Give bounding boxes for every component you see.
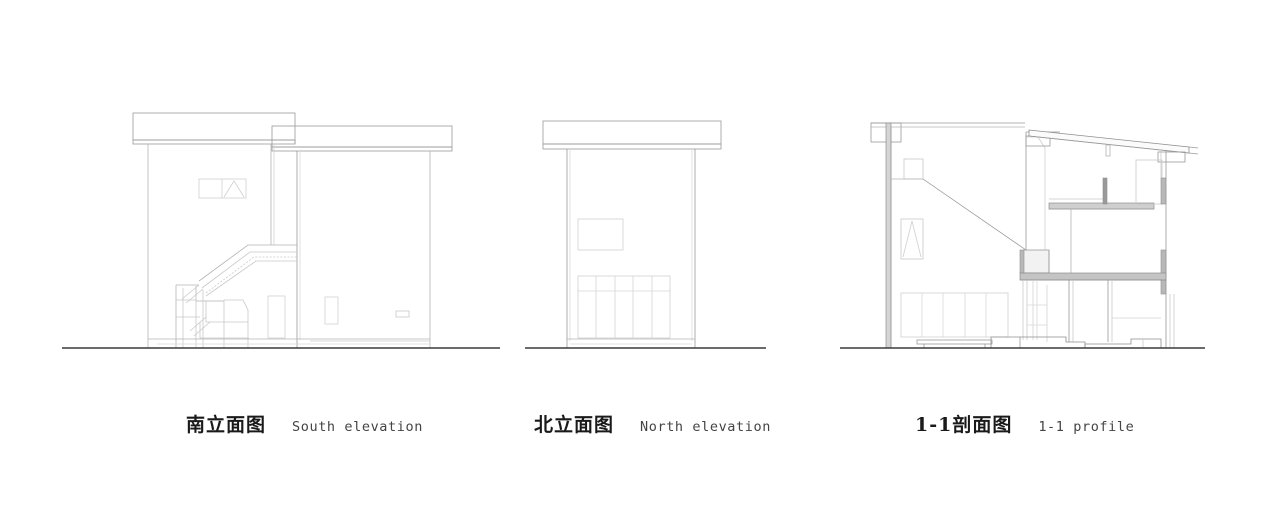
- section-left-wall: [885, 122, 892, 349]
- section-ground-rooms: [1022, 280, 1161, 342]
- north-roof-band: [542, 120, 722, 150]
- caption-section-cn: 1-1剖面图: [915, 414, 1013, 436]
- south-roof-band-left: [132, 112, 296, 145]
- south-left-volume: [147, 144, 275, 348]
- caption-section-en: 1-1 profile: [1038, 419, 1135, 435]
- north-mullioned-window: [577, 275, 671, 339]
- north-walls: [566, 149, 696, 348]
- south-door: [267, 295, 286, 339]
- caption-north-cn: 北立面图: [534, 414, 615, 436]
- south-elevation-drawing: [62, 112, 500, 349]
- south-base-plinth: [148, 338, 430, 345]
- caption-section-1-1: 1-1剖面图 1-1 profile: [915, 410, 1134, 437]
- section-upper-partition: [1102, 177, 1108, 205]
- south-awning-window: [198, 178, 247, 199]
- section-base-slab: [990, 336, 1162, 348]
- south-roof-band-right: [271, 125, 453, 152]
- south-right-volume: [296, 151, 431, 348]
- caption-south-en: South elevation: [292, 419, 423, 435]
- north-elevation-drawing: [525, 120, 766, 349]
- section-sloped-roof: [1028, 129, 1199, 163]
- section-ground-floor-slab: [1019, 272, 1167, 281]
- section-top-parapet: [870, 122, 1025, 143]
- caption-north-elevation: 北立面图 North elevation: [534, 410, 771, 437]
- section-central-shaft: [1019, 132, 1050, 274]
- caption-south-cn: 南立面图: [186, 414, 267, 436]
- south-vent-slot: [395, 310, 410, 318]
- section-glazed-wall: [900, 292, 1009, 338]
- south-slot-window: [324, 296, 339, 325]
- section-stair-soffit: [922, 178, 1027, 251]
- north-base-plinth: [567, 338, 695, 345]
- north-small-window: [577, 218, 624, 251]
- caption-north-en: North elevation: [640, 419, 771, 435]
- caption-south-elevation: 南立面图 South elevation: [186, 410, 423, 437]
- section-upper-window: [1135, 159, 1163, 205]
- section-upper-floor-slab: [1048, 198, 1155, 210]
- section-bench: [916, 339, 993, 348]
- section-tall-window: [900, 218, 924, 260]
- section-1-1-drawing: [840, 122, 1205, 349]
- section-right-wall-upper: [1160, 150, 1167, 205]
- section-small-opening: [891, 158, 924, 180]
- south-exterior-stair: [175, 244, 297, 348]
